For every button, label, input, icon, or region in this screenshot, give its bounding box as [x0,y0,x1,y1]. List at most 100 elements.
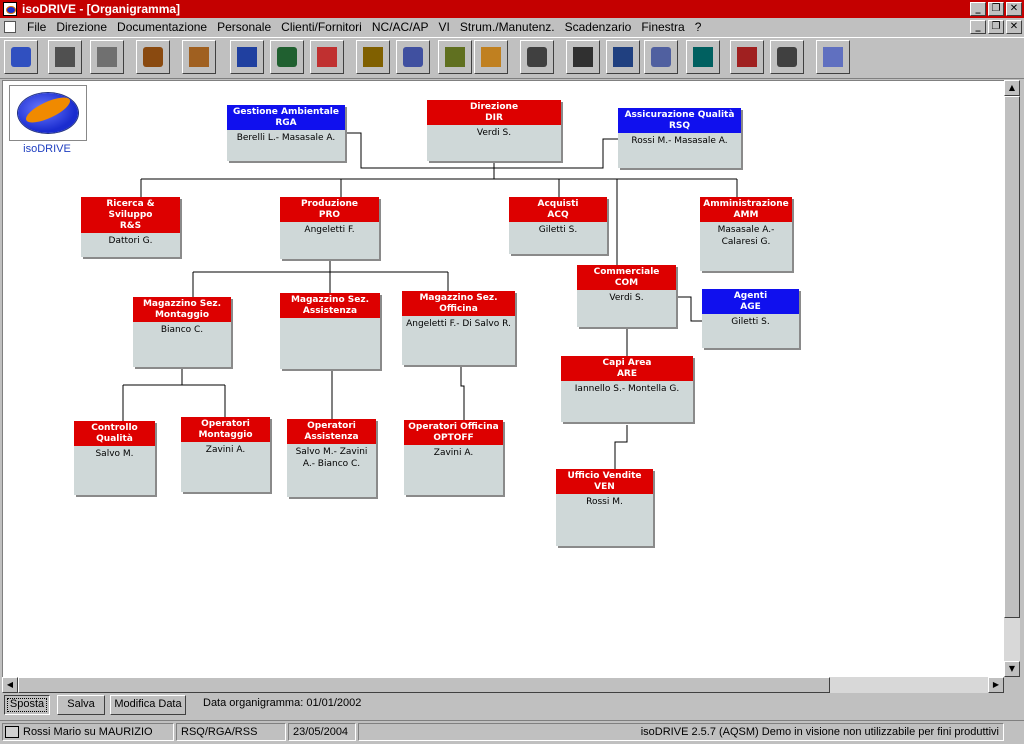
toolbar-button-floppy-disk[interactable] [4,40,38,74]
toolbar-button-scales[interactable] [396,40,430,74]
horizontal-scroll-thumb[interactable] [18,677,830,693]
mdi-child-icon[interactable] [4,21,16,33]
close-button[interactable]: ✕ [1006,2,1022,16]
salva-button[interactable]: Salva [57,695,105,715]
toolbar-button-stopwatch[interactable] [770,40,804,74]
sposta-button[interactable]: Sposta [4,695,50,715]
toolbar-button-person[interactable] [230,40,264,74]
menu-item-6[interactable]: VI [438,20,450,34]
mdi-minimize-button[interactable]: _ [970,20,986,34]
app-icon[interactable] [3,2,17,16]
toolbar-button-document-list[interactable] [90,40,124,74]
org-node-title: Magazzino Sez.Assistenza [280,293,380,318]
vertical-scrollbar[interactable]: ▲ ▼ [1004,80,1020,677]
toolbar-button-stairs[interactable] [356,40,390,74]
toolbar-button-magnifier[interactable] [644,40,678,74]
toolbar-button-car[interactable] [606,40,640,74]
hand-truck-icon [445,47,465,67]
menu-item-5[interactable]: NC/AC/AP [371,20,429,34]
org-node-title-line: Direzione [469,102,519,112]
menu-item-0[interactable]: File [27,20,47,34]
org-node-title-line: DIR [485,113,503,123]
toolbar-button-satellite[interactable] [520,40,554,74]
toolbar-button-phone[interactable] [566,40,600,74]
vertical-scroll-thumb[interactable] [1004,96,1020,618]
org-node-title-line: Controllo [91,423,138,433]
toolbar-button-hand-truck[interactable] [438,40,472,74]
phone-icon [573,47,593,67]
mdi-close-button[interactable]: ✕ [1006,20,1022,34]
scroll-up-button[interactable]: ▲ [1004,80,1020,96]
toolbar-button-presentation[interactable] [310,40,344,74]
scroll-right-button[interactable]: ▶ [988,677,1004,693]
status-roles: RSQ/RGA/RSS [176,723,286,741]
toolbar-button-gavel[interactable] [136,40,170,74]
open-book-icon [189,47,209,67]
floppy-disk-icon [11,47,31,67]
toolbar-button-boxes[interactable] [474,40,508,74]
menu-item-4[interactable]: Clienti/Fornitori [281,20,362,34]
restore-button[interactable]: ❐ [988,2,1004,16]
mdi-window-controls: _ ❐ ✕ [970,20,1022,34]
toolbar-button-bell[interactable] [816,40,850,74]
org-node-title-line: COM [614,278,639,288]
menu-item-1[interactable]: Direzione [56,20,108,34]
menu-item-9[interactable]: Finestra [641,20,685,34]
mdi-restore-button[interactable]: ❐ [988,20,1004,34]
scroll-left-button[interactable]: ◀ [2,677,18,693]
org-chart-icon [277,47,297,67]
scales-icon [403,47,423,67]
magnifier-icon [651,47,671,67]
org-node-title-line: PRO [318,210,341,220]
org-node-title: Magazzino Sez.Montaggio [133,297,231,322]
org-node-title: Magazzino Sez.Officina [402,291,515,316]
org-node-magass[interactable]: Magazzino Sez.Assistenza [280,293,380,369]
org-node-members: Giletti S. [731,317,770,327]
org-node-title-line: AGE [740,302,761,312]
menu-item-7[interactable]: Strum./Manutenz. [459,20,555,34]
org-node-title-line: RSQ [668,121,691,131]
minimize-button[interactable]: _ [970,2,986,16]
menu-item-2[interactable]: Documentazione [117,20,208,34]
toolbar-button-calendar-clock[interactable] [686,40,720,74]
org-node-title-line: Assistenza [304,432,359,442]
status-bar: Rossi Mario su MAURIZIO RSQ/RGA/RSS 23/0… [0,720,1024,742]
scroll-down-button[interactable]: ▼ [1004,661,1020,677]
scroll-corner [1004,677,1020,693]
menu-item-8[interactable]: Scadenzario [564,20,632,34]
menu-bar: File Direzione Documentazione Personale Clie… [0,18,1024,36]
printer-icon [55,47,75,67]
menu-item-3[interactable]: Personale [217,20,272,34]
org-node-title-line: Montaggio [198,430,253,440]
toolbar-button-open-book[interactable] [182,40,216,74]
horizontal-scrollbar[interactable]: ◀ ▶ [2,677,1004,693]
car-icon [613,47,633,67]
menu-item-10[interactable]: ? [694,20,702,34]
toolbar-button-org-chart[interactable] [270,40,304,74]
org-node-members: Masasale A.- Calaresi G. [717,225,775,247]
modifica-data-button[interactable]: Modifica Data [110,695,186,715]
org-node-members: Rossi M. [586,497,623,507]
toolbar-button-thermometer[interactable] [730,40,764,74]
toolbar-button-printer[interactable] [48,40,82,74]
